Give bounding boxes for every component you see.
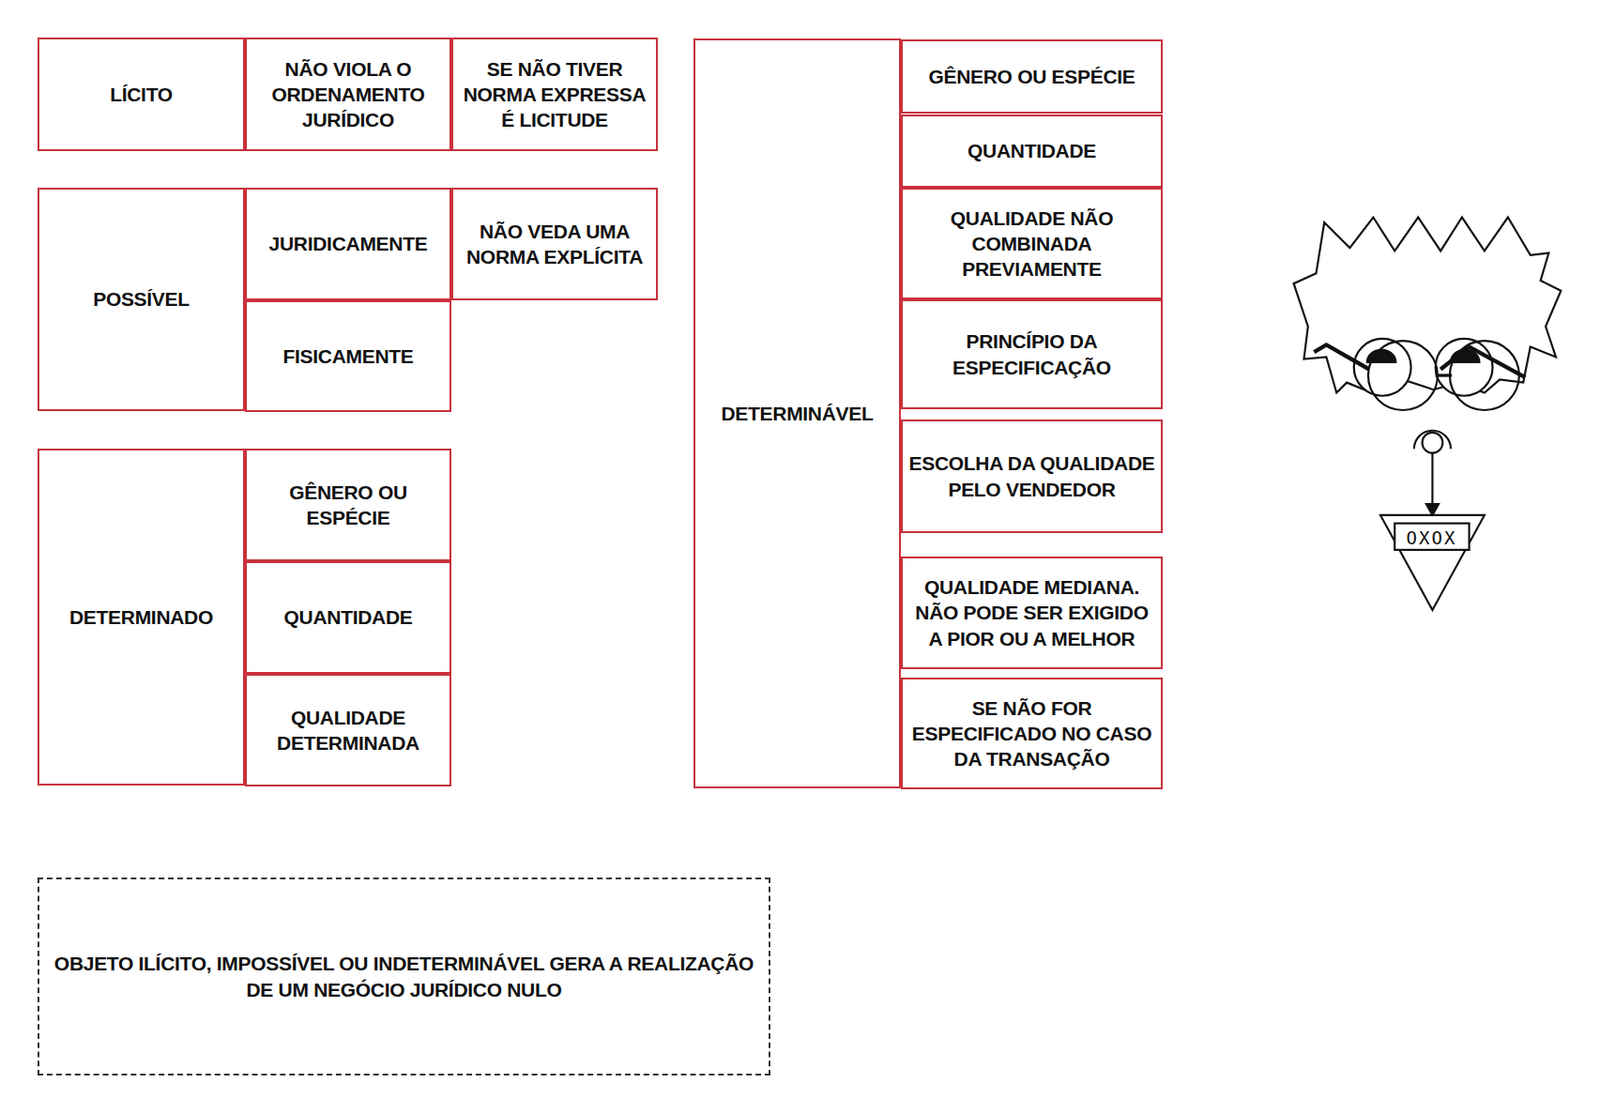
- cell-text: ESCOLHA DA QUALIDADE PELO VENDEDOR: [908, 450, 1156, 503]
- cell-text: LÍCITO: [109, 81, 173, 107]
- cell-text: JURIDICAMENTE: [269, 230, 428, 257]
- table-cell: PRINCÍPIO DA ESPECIFICAÇÃO: [900, 299, 1163, 410]
- table-cell: DETERMINADO: [37, 448, 245, 786]
- cell-text: FISICAMENTE: [282, 343, 413, 369]
- table-cell: DETERMINÁVEL: [693, 38, 901, 789]
- cell-text: POSSÍVEL: [92, 286, 190, 312]
- table-cell: ESCOLHA DA QUALIDADE PELO VENDEDOR: [900, 419, 1163, 534]
- table-cell: QUANTIDADE: [900, 114, 1163, 188]
- table-cell: QUALIDADE MEDIANA. NÃO PODE SER EXIGIDO …: [900, 556, 1163, 670]
- table-cell: QUALIDADE NÃO COMBINADA PREVIAMENTE: [900, 187, 1163, 300]
- cell-text: SE NÃO TIVER NORMA EXPRESSA É LICITUDE: [458, 56, 651, 134]
- cell-text: NÃO VEDA UMA NORMA EXPLÍCITA: [458, 218, 651, 271]
- table-cell: LÍCITO: [37, 37, 245, 152]
- cell-text: QUALIDADE DETERMINADA: [252, 704, 444, 757]
- table-cell: NÃO VIOLA O ORDENAMENTO JURÍDICO: [244, 37, 452, 152]
- cell-text: DETERMINÁVEL: [720, 400, 873, 427]
- cell-text: QUANTIDADE: [967, 137, 1097, 164]
- cell-text: GÊNERO OU ESPÉCIE: [928, 63, 1135, 90]
- table-cell: QUALIDADE DETERMINADA: [244, 673, 452, 787]
- note-box: OBJETO ILÍCITO, IMPOSSÍVEL OU INDETERMIN…: [37, 877, 771, 1076]
- cell-text: DETERMINADO: [69, 604, 214, 630]
- table-cell: POSSÍVEL: [37, 187, 245, 412]
- table-cell: QUANTIDADE: [244, 561, 452, 674]
- cell-text: OBJETO ILÍCITO, IMPOSSÍVEL OU INDETERMIN…: [45, 950, 763, 1003]
- table-cell: NÃO VEDA UMA NORMA EXPLÍCITA: [451, 187, 658, 301]
- cell-text: QUANTIDADE: [284, 604, 413, 630]
- table-cell: GÊNERO OU ESPÉCIE: [244, 448, 452, 562]
- table-cell: SE NÃO TIVER NORMA EXPRESSA É LICITUDE: [451, 37, 658, 152]
- table-cell: GÊNERO OU ESPÉCIE: [900, 39, 1163, 114]
- table-cell: SE NÃO FOR ESPECIFICADO NO CASO DA TRANS…: [900, 677, 1163, 790]
- cell-text: QUALIDADE MEDIANA. NÃO PODE SER EXIGIDO …: [908, 574, 1156, 652]
- badge-text: OXOX: [1394, 525, 1469, 550]
- table-cell: FISICAMENTE: [244, 300, 452, 412]
- table-cell: JURIDICAMENTE: [244, 187, 452, 301]
- cell-text: GÊNERO OU ESPÉCIE: [252, 479, 444, 532]
- cell-text: PRINCÍPIO DA ESPECIFICAÇÃO: [908, 328, 1156, 381]
- cell-text: SE NÃO FOR ESPECIFICADO NO CASO DA TRANS…: [908, 695, 1156, 773]
- cell-text: NÃO VIOLA O ORDENAMENTO JURÍDICO: [252, 56, 444, 134]
- cell-text: QUALIDADE NÃO COMBINADA PREVIAMENTE: [908, 205, 1156, 283]
